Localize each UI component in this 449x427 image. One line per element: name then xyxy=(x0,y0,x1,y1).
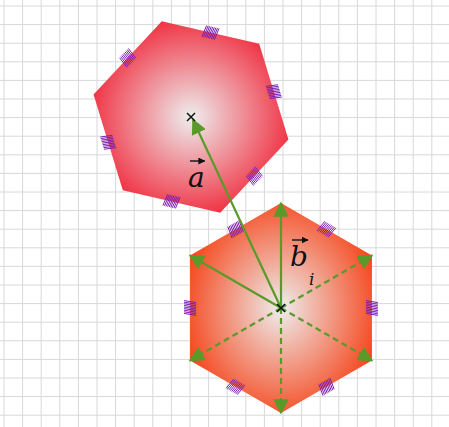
spring-coil xyxy=(328,228,336,237)
spring-coil xyxy=(100,135,112,137)
hexagon xyxy=(190,203,372,413)
grid-line xyxy=(4,0,5,427)
spring-coil xyxy=(319,384,323,395)
spring-coil xyxy=(229,380,237,389)
spring-coil xyxy=(323,225,331,234)
b-vector xyxy=(280,203,282,308)
grid-line xyxy=(115,0,116,427)
centre-mark xyxy=(277,304,285,312)
b-vector xyxy=(280,308,282,413)
grid-line xyxy=(394,0,395,427)
spring-coil xyxy=(226,379,234,388)
spring-coil xyxy=(324,225,332,234)
hexagons xyxy=(94,21,372,413)
spring-coil xyxy=(317,221,325,230)
hexagon xyxy=(94,21,289,212)
spring-coil xyxy=(366,313,378,315)
grid-line xyxy=(0,210,449,211)
vector-name: b xyxy=(290,243,308,271)
spring-coil xyxy=(327,227,335,236)
springs xyxy=(100,26,378,396)
b-vector xyxy=(281,308,372,361)
spring-coil xyxy=(320,223,328,232)
centre-mark xyxy=(187,113,195,121)
spring-coil xyxy=(230,381,238,390)
grid-line xyxy=(59,0,60,427)
grid-line xyxy=(413,0,414,427)
spring-coil xyxy=(237,385,245,394)
grid-line xyxy=(0,6,449,7)
grid-line xyxy=(78,0,79,427)
vector-name: a xyxy=(188,164,205,192)
spring-coil xyxy=(163,194,168,205)
grid-line xyxy=(0,24,449,25)
grid-line xyxy=(0,415,449,416)
spring-coil xyxy=(128,48,135,58)
grid-line xyxy=(41,0,42,427)
vector-accent xyxy=(190,160,205,161)
spring-coil xyxy=(321,224,329,233)
b-vector xyxy=(190,256,281,309)
spring-coil xyxy=(236,384,244,393)
vector-accent xyxy=(292,239,308,240)
spring-coil xyxy=(232,382,240,391)
subscript: i xyxy=(309,271,314,288)
spring-coil xyxy=(234,384,242,393)
grid-line xyxy=(22,0,23,427)
spring-coil xyxy=(228,380,236,389)
b-vector xyxy=(190,308,281,361)
spring-coil xyxy=(233,383,241,392)
spring-coil xyxy=(270,97,282,99)
grid-line xyxy=(0,229,449,230)
grid-line xyxy=(431,0,432,427)
spring-coil xyxy=(246,176,253,186)
grid-line xyxy=(97,0,98,427)
spring-coil xyxy=(184,301,196,303)
spring-coil xyxy=(214,28,219,39)
grid-line xyxy=(376,0,377,427)
spring-coil xyxy=(325,226,333,235)
vectors xyxy=(187,113,372,413)
spring-coil xyxy=(318,222,326,231)
a-vector xyxy=(193,120,281,308)
grid-line xyxy=(0,396,449,397)
